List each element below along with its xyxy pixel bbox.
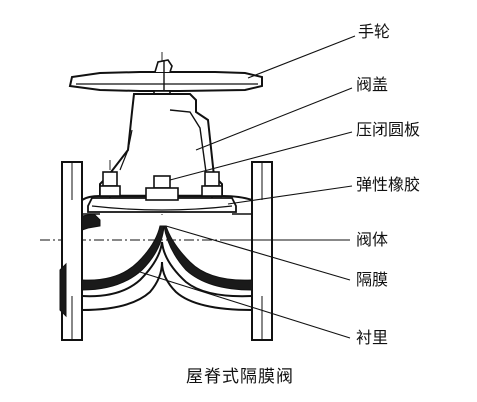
lining [59, 213, 253, 318]
leader-lines [139, 35, 356, 339]
figure-caption: 屋脊式隔膜阀 [186, 367, 294, 387]
label-valve-body: 阀体 [356, 230, 389, 249]
handwheel [68, 59, 263, 92]
diaphragm-assembly [87, 187, 237, 213]
label-pressure-plate: 压闭圆板 [356, 120, 421, 139]
valve-body [61, 161, 273, 341]
label-bonnet: 阀盖 [356, 75, 389, 94]
label-elastic-rubber: 弹性橡胶 [356, 175, 421, 194]
label-handwheel: 手轮 [358, 22, 391, 41]
label-lining: 衬里 [356, 328, 389, 347]
label-diaphragm: 隔膜 [356, 270, 389, 289]
